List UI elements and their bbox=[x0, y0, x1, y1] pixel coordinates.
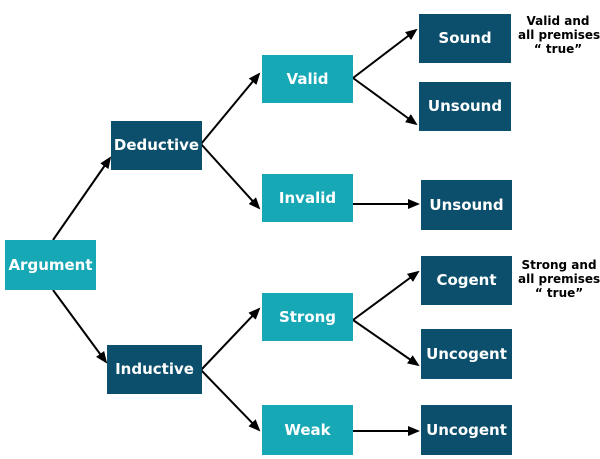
node-uncogent-weak: Uncogent bbox=[421, 405, 512, 455]
node-unsound-invalid-label: Unsound bbox=[429, 195, 504, 214]
node-uncogent-weak-label: Uncogent bbox=[426, 420, 507, 439]
arrow-valid-sound bbox=[352, 28, 418, 79]
node-deductive-label: Deductive bbox=[113, 136, 200, 154]
node-deductive: Deductive bbox=[111, 121, 202, 170]
node-valid-label: Valid bbox=[286, 69, 329, 88]
node-argument-label: Argument bbox=[8, 255, 93, 274]
arrow-inductive-weak bbox=[200, 369, 261, 432]
arrow-valid-unsound bbox=[352, 77, 418, 126]
node-sound: Sound bbox=[419, 14, 511, 63]
node-inductive-label: Inductive bbox=[115, 360, 194, 378]
arrow-argument-inductive bbox=[52, 289, 108, 364]
node-unsound-invalid: Unsound bbox=[421, 180, 512, 230]
node-cogent-label: Cogent bbox=[436, 271, 497, 289]
node-strong: Strong bbox=[262, 293, 353, 341]
arrow-inductive-strong bbox=[200, 307, 261, 371]
node-invalid: Invalid bbox=[262, 174, 353, 222]
node-valid: Valid bbox=[262, 55, 353, 103]
node-weak: Weak bbox=[262, 405, 353, 455]
arrow-argument-deductive bbox=[52, 156, 112, 241]
cogent-note-line-3: “ true” bbox=[534, 286, 584, 300]
sound-note-line-3: “ true” bbox=[533, 42, 583, 56]
node-unsound-valid: Unsound bbox=[419, 82, 511, 131]
cogent-note-line-1: Strong and bbox=[521, 258, 597, 272]
node-unsound-valid-label: Unsound bbox=[427, 97, 503, 115]
node-uncogent-strong: Uncogent bbox=[421, 329, 512, 379]
node-cogent: Cogent bbox=[421, 256, 512, 305]
node-strong-label: Strong bbox=[278, 307, 337, 326]
sound-note: Valid and all premises “ true” bbox=[518, 14, 600, 56]
node-inductive: Inductive bbox=[107, 345, 202, 394]
node-invalid-label: Invalid bbox=[278, 188, 337, 207]
node-weak-label: Weak bbox=[284, 420, 331, 439]
sound-note-line-1: Valid and bbox=[526, 14, 590, 28]
cogent-note-line-2: all premises bbox=[518, 272, 600, 286]
node-argument: Argument bbox=[5, 240, 96, 290]
node-uncogent-strong-label: Uncogent bbox=[426, 344, 507, 363]
cogent-note: Strong and all premises “ true” bbox=[518, 258, 600, 300]
arrow-strong-cogent bbox=[352, 270, 420, 321]
arrow-deductive-valid bbox=[200, 72, 261, 145]
arrow-strong-uncogent bbox=[352, 319, 420, 367]
node-sound-label: Sound bbox=[438, 29, 492, 47]
sound-note-line-2: all premises bbox=[518, 28, 600, 42]
arrow-deductive-invalid bbox=[200, 143, 261, 210]
